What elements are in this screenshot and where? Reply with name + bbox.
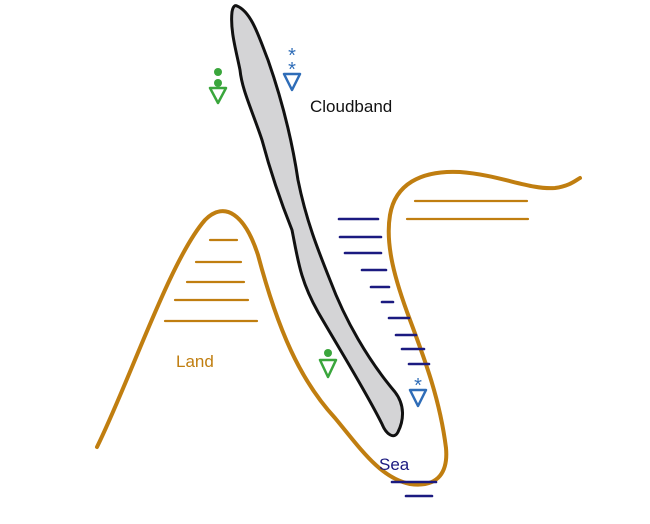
- land-hatching-left: [163, 238, 259, 323]
- snow-shower-icon-upper: * *: [282, 45, 302, 92]
- rain-shower-icon-upper: [208, 68, 228, 105]
- svg-text:*: *: [288, 59, 296, 81]
- svg-text:*: *: [414, 375, 422, 397]
- land-label: Land: [176, 352, 214, 371]
- snow-shower-icon-lower: *: [408, 375, 428, 408]
- sea-hatching: [337, 217, 438, 498]
- sea-label: Sea: [379, 455, 410, 474]
- svg-text:*: *: [288, 45, 296, 67]
- rain-shower-icon-lower: [318, 349, 338, 379]
- coastline: [95, 169, 582, 487]
- cloudband-label: Cloudband: [310, 97, 392, 116]
- cloudband-shape: [230, 4, 404, 438]
- land-hatching-right: [405, 199, 530, 221]
